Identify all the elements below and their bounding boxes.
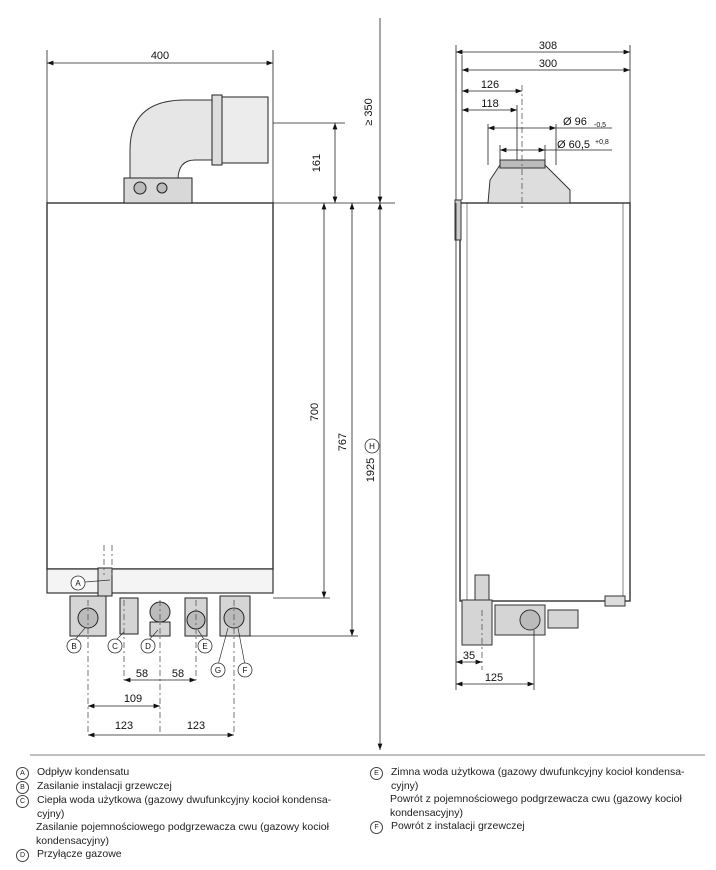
dim-pipe-height: 161 (311, 154, 323, 172)
legend-marker: D (16, 849, 29, 863)
legend-marker: C (16, 795, 29, 808)
legend-text: Powrót z instalacji grzewczej (391, 820, 525, 833)
svg-text:A: A (75, 579, 81, 588)
legend-marker: F (370, 821, 383, 835)
legend-text: Zasilanie instalacji grzewczej (37, 780, 172, 792)
front-dimension-lines (46, 18, 395, 750)
svg-text:B: B (71, 642, 76, 651)
dim-side-conn-depth: 125 (485, 672, 503, 684)
side-dimension-lines (455, 45, 631, 690)
dim-side-depth: 300 (539, 58, 557, 70)
legend-item-d: D Przyłącze gazowe (16, 848, 356, 863)
dim-flue-outer-diameter: Ø 96 (563, 116, 587, 128)
dim-side-depth-outer: 308 (539, 40, 557, 52)
dim-conn-outer-right: 123 (187, 720, 205, 732)
legend-text-continued: Zasilanie pojemnościowego podgrzewacza c… (36, 821, 329, 847)
legend-text: Ciepła woda użytkowa (gazowy dwufunkcyjn… (37, 794, 332, 820)
legend-text: Przyłącze gazowe (37, 848, 122, 861)
side-connections (461, 574, 579, 646)
side-wall-bracket (454, 199, 462, 241)
svg-text:E: E (202, 642, 207, 651)
svg-text:G: G (215, 666, 221, 675)
svg-text:F: F (243, 666, 248, 675)
dim-clearance-top: ≥ 350 (363, 98, 375, 125)
boiler-side-body (459, 202, 631, 602)
flue-outlet (221, 96, 269, 164)
flue-collar (211, 94, 223, 166)
front-view (46, 94, 274, 735)
legend-item-f: F Powrót z instalacji grzewczej (370, 820, 700, 835)
dim-front-width: 400 (151, 50, 169, 62)
dim-flue-inner-tol: +0,8 (595, 139, 609, 146)
dim-flue-offset-outer: 126 (481, 79, 499, 91)
svg-text:C: C (112, 642, 118, 651)
dim-conn-offset: 109 (124, 693, 142, 705)
marker-a: A (70, 575, 111, 591)
legend-item-e: E Zimna woda użytkowa (gazowy dwufunkcyj… (370, 766, 700, 793)
marker-e: E (197, 629, 213, 654)
legend-text: Zimna woda użytkowa (gazowy dwufunkcyjny… (391, 766, 685, 792)
dim-flue-offset-inner: 118 (481, 98, 499, 110)
svg-text:H: H (369, 442, 375, 451)
flue-test-port-left (133, 181, 147, 195)
svg-text:D: D (145, 642, 151, 651)
legend-item-b: B Zasilanie instalacji grzewczej (16, 780, 356, 794)
legend-marker: E (370, 767, 383, 780)
legend-marker: A (16, 767, 29, 780)
dim-flue-inner-diameter: Ø 60,5 (557, 139, 590, 151)
legend-marker: B (16, 781, 29, 794)
legend-text: Odpływ kondensatu (37, 766, 130, 778)
legend-text-continued: Powrót z pojemnościowego podgrzewacza cw… (390, 793, 682, 819)
flue-elbow (129, 99, 216, 186)
dim-conn-spacing-right: 58 (172, 668, 184, 680)
dim-side-conn-offset: 35 (463, 650, 475, 662)
side-view (454, 85, 631, 670)
marker-g: G (210, 627, 229, 678)
dim-conn-outer-left: 123 (115, 720, 133, 732)
side-flue-adapter (487, 164, 571, 204)
dim-conn-spacing-left: 58 (136, 668, 148, 680)
legend-right: E Zimna woda użytkowa (gazowy dwufunkcyj… (370, 766, 700, 835)
dim-mount-height: 767 (337, 433, 349, 451)
marker-f: F (237, 627, 253, 678)
dim-total-height: 1925 (365, 458, 377, 482)
legend-item-a: A Odpływ kondensatu (16, 766, 356, 780)
boiler-front-body (46, 202, 274, 570)
marker-h: H (364, 438, 380, 454)
flue-test-port-right (156, 182, 168, 194)
marker-b: B (66, 627, 86, 654)
dim-body-height: 700 (309, 403, 321, 421)
dim-flue-outer-tol: -0,5 (594, 122, 606, 129)
marker-d: D (140, 629, 159, 654)
legend-item-c: C Ciepła woda użytkowa (gazowy dwufunkcy… (16, 794, 356, 821)
legend-left: A Odpływ kondensatu B Zasilanie instalac… (16, 766, 356, 863)
marker-c: C (107, 631, 125, 654)
